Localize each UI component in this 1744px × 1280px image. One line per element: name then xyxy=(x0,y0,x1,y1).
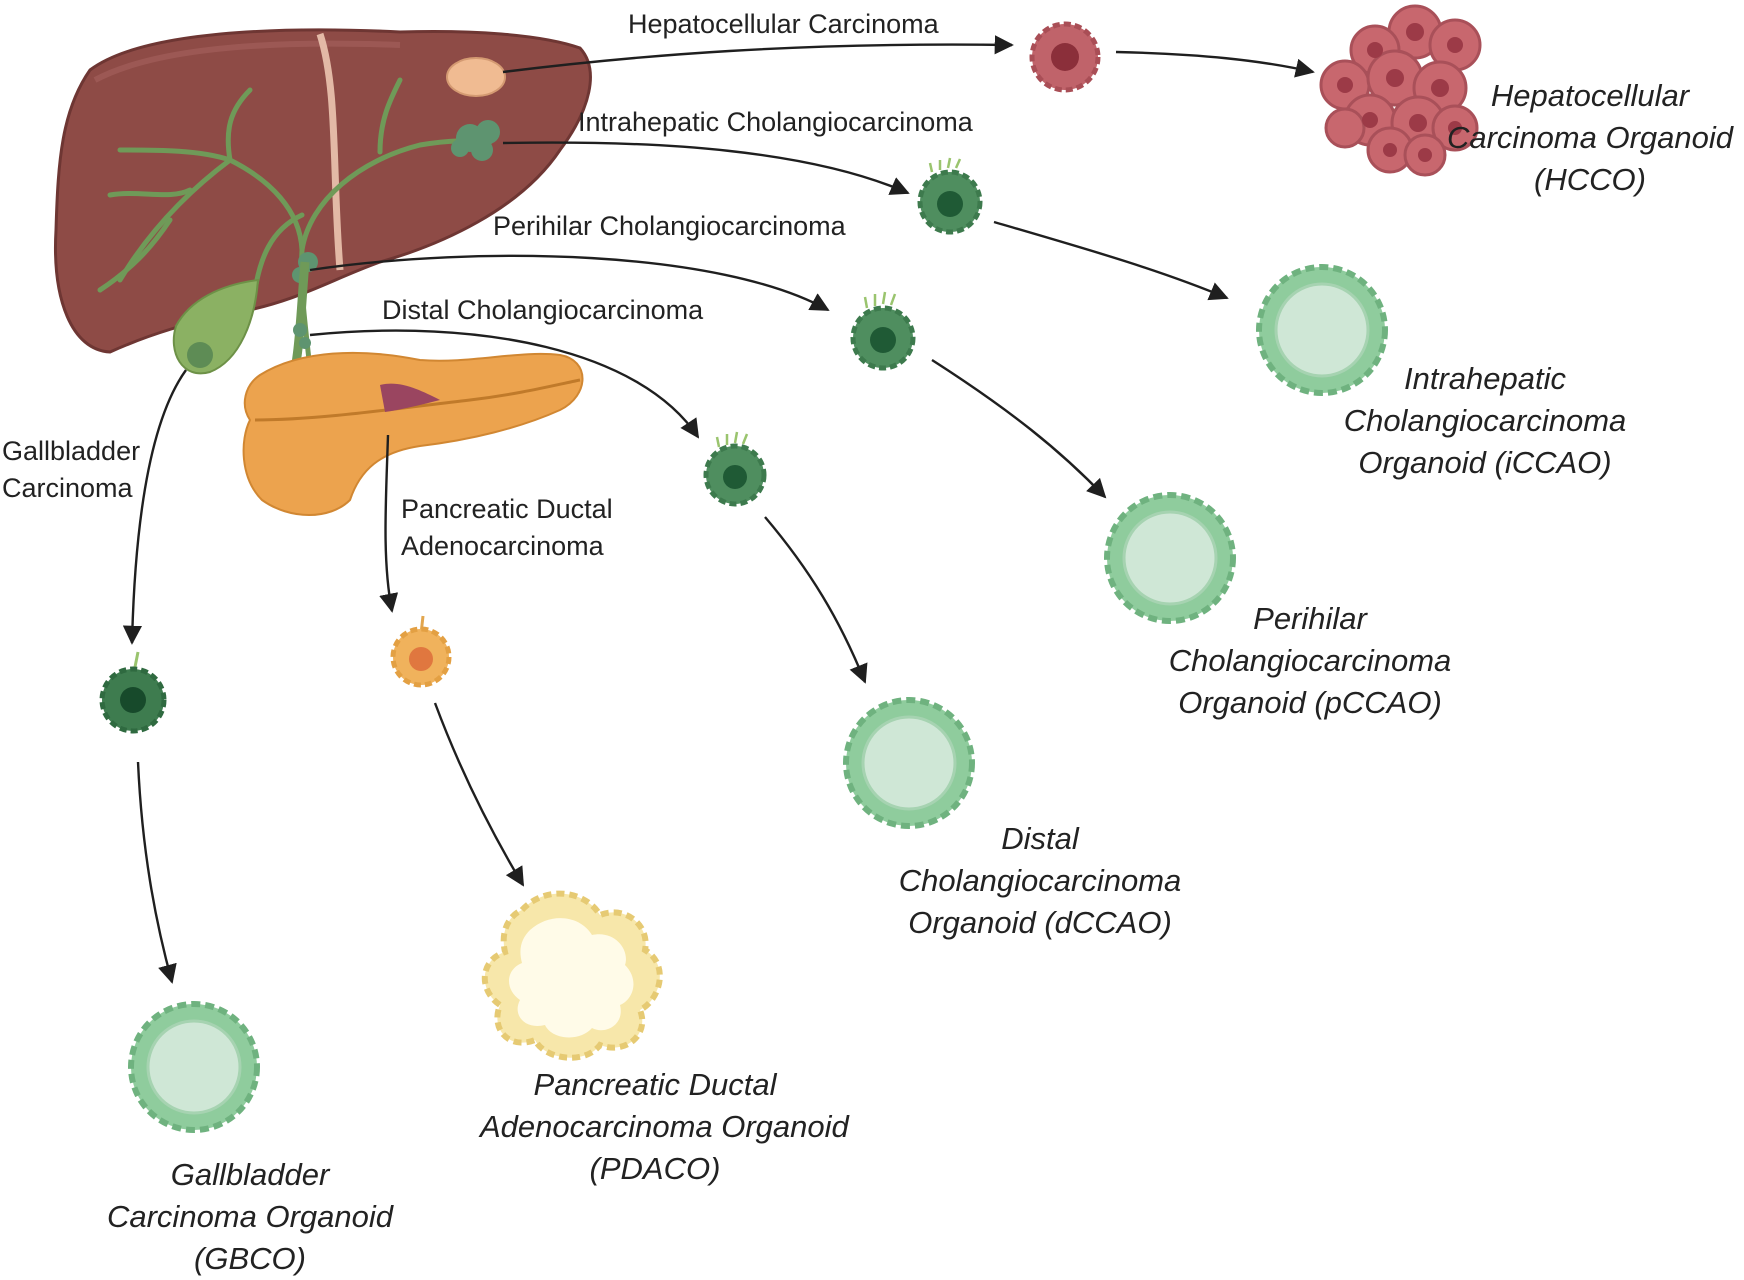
label-iccao-line2: Cholangiocarcinoma xyxy=(1343,403,1627,438)
pdac-tumor xyxy=(380,383,440,412)
arrow-pcca-to-cell xyxy=(309,254,830,312)
gallbladder-tumor xyxy=(187,342,213,368)
label-pdaco-line2: Adenocarcinoma Organoid xyxy=(480,1109,849,1144)
label-dccao-line3: Organoid (dCCAO) xyxy=(908,905,1172,940)
hcc-cell xyxy=(1029,21,1101,93)
label-hcco-line1: Hepatocellular xyxy=(1490,78,1690,113)
label-pdaco-line3: (PDACO) xyxy=(589,1151,721,1186)
label-iccao-line1: Intrahepatic xyxy=(1404,361,1566,396)
pdac-cell xyxy=(390,615,452,688)
hcc-organoid xyxy=(1319,4,1482,177)
label-pdac: Pancreatic Ductal Adenocarcinoma xyxy=(401,491,613,565)
label-iccao: Intrahepatic Cholangiocarcinoma Organoid… xyxy=(1335,358,1635,484)
label-hcco: Hepatocellular Carcinoma Organoid (HCCO) xyxy=(1440,75,1740,201)
gbc-organoid xyxy=(128,1001,260,1133)
label-gbc-line2: Carcinoma xyxy=(2,473,133,503)
pdac-organoid xyxy=(481,890,663,1061)
label-pdaco-line1: Pancreatic Ductal xyxy=(533,1067,777,1102)
label-pccao-line1: Perihilar xyxy=(1253,601,1367,636)
label-hcco-line3: (HCCO) xyxy=(1534,162,1646,197)
label-dcca: Distal Cholangiocarcinoma xyxy=(382,295,704,325)
arrow-pdac-to-cell xyxy=(379,434,399,613)
arrow-icca-to-cell xyxy=(502,141,910,195)
arrow-gbc-to-cell xyxy=(122,369,187,645)
arrow-gbc-cell-to-organoid xyxy=(136,761,177,984)
label-iccao-line3: Organoid (iCCAO) xyxy=(1358,445,1612,480)
label-pdac-line2: Adenocarcinoma xyxy=(401,531,604,561)
pcca-organoid xyxy=(1104,492,1236,624)
label-gbco: Gallbladder Carcinoma Organoid (GBCO) xyxy=(100,1154,400,1280)
arrow-hcc-to-cell xyxy=(502,35,1014,74)
label-dccao-line1: Distal xyxy=(1001,821,1079,856)
label-gbc: Gallbladder Carcinoma xyxy=(2,433,140,507)
arrow-pcca-cell-to-organoid xyxy=(931,358,1107,499)
arrow-dcca-to-cell xyxy=(309,329,700,439)
liver-shape xyxy=(54,28,592,354)
label-pccao: Perihilar Cholangiocarcinoma Organoid (p… xyxy=(1160,598,1460,724)
label-gbco-line2: Carcinoma Organoid xyxy=(106,1199,394,1234)
label-dccao-line2: Cholangiocarcinoma xyxy=(898,863,1182,898)
icca-tumor xyxy=(451,120,500,161)
label-hcc: Hepatocellular Carcinoma xyxy=(628,9,939,39)
label-pdaco: Pancreatic Ductal Adenocarcinoma Organoi… xyxy=(480,1064,849,1190)
hcc-tumor xyxy=(446,57,506,97)
label-dccao: Distal Cholangiocarcinoma Organoid (dCCA… xyxy=(890,818,1190,944)
label-gbc-line1: Gallbladder xyxy=(2,436,141,466)
gallbladder-illustration xyxy=(172,278,260,375)
pancreas-illustration xyxy=(242,351,584,516)
gbc-cell xyxy=(99,651,167,734)
icca-cell xyxy=(917,157,983,235)
label-pccao-line2: Cholangiocarcinoma xyxy=(1168,643,1452,678)
ligament xyxy=(316,32,344,271)
arrow-icca-cell-to-organoid xyxy=(993,220,1229,301)
label-pccao-line3: Organoid (pCCAO) xyxy=(1178,685,1442,720)
label-pcca: Perihilar Cholangiocarcinoma xyxy=(493,211,846,241)
liver-illustration xyxy=(54,28,592,373)
label-hcco-line2: Carcinoma Organoid xyxy=(1446,120,1734,155)
label-pdac-line1: Pancreatic Ductal xyxy=(401,494,613,524)
icca-organoid xyxy=(1256,264,1388,396)
arrow-hcc-cell-to-organoid xyxy=(1115,50,1315,78)
arrow-pdac-cell-to-organoid xyxy=(433,702,525,887)
pancreas-shape xyxy=(242,351,584,516)
dcca-cell xyxy=(703,431,767,507)
pcca-cell xyxy=(850,291,916,371)
arrow-dcca-cell-to-organoid xyxy=(764,516,868,684)
dcca-organoid xyxy=(843,697,975,829)
dcca-tumor xyxy=(293,323,311,349)
label-gbco-line1: Gallbladder xyxy=(170,1157,330,1192)
label-icca: Intrahepatic Cholangiocarcinoma xyxy=(578,107,973,137)
label-gbco-line3: (GBCO) xyxy=(194,1241,306,1276)
arrows xyxy=(122,35,1315,984)
